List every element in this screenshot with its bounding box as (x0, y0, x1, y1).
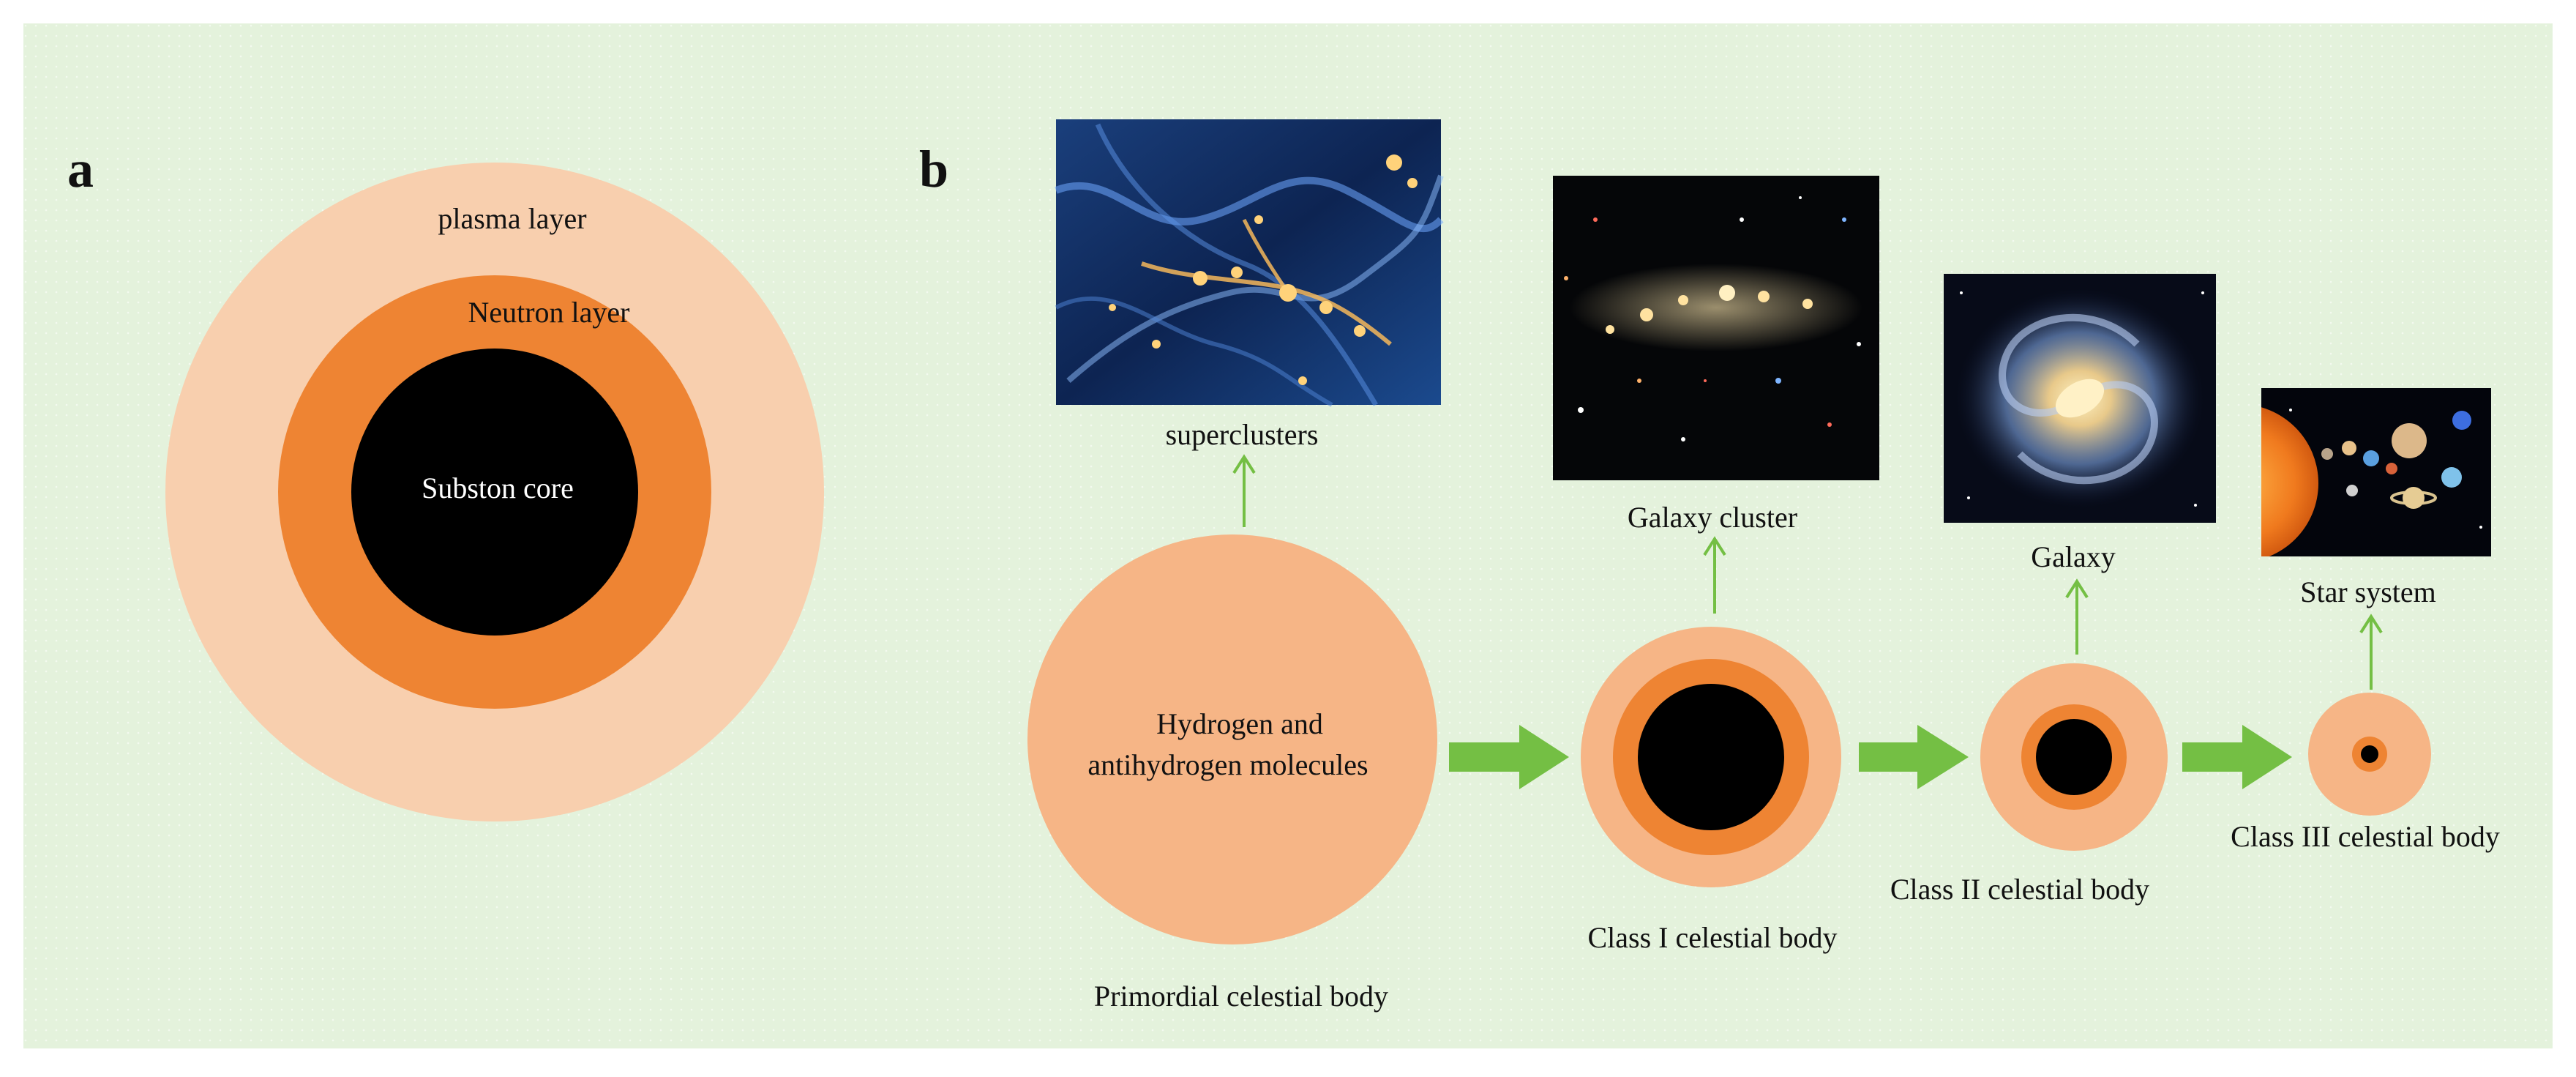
panel-a-letter: a (67, 140, 94, 198)
subston-core-label: Subston core (422, 472, 574, 504)
panel-b-letter: b (919, 140, 948, 198)
class-ii-label: Class II celestial body (1890, 873, 2149, 906)
primordial-inner-line1: Hydrogen and (1156, 707, 1323, 740)
star-system-label: Star system (2300, 575, 2436, 608)
up-arrow-star-system (2359, 614, 2383, 690)
subston-core-circle (351, 349, 638, 636)
superclusters-label: superclusters (1166, 418, 1319, 451)
primordial-body-circle (1027, 534, 1437, 944)
galaxy-label: Galaxy (2031, 540, 2116, 573)
class-iii-stage: Star system Class III celestial body (2231, 388, 2500, 853)
flow-arrow-3 (2182, 725, 2292, 789)
solar-system-image (2261, 388, 2491, 556)
class-ii-core-circle (2036, 719, 2112, 795)
flow-arrow-1 (1449, 725, 1569, 789)
panel-a: a plasma layer Neutron layer Subston cor… (67, 140, 824, 821)
class-iii-core-circle (2361, 745, 2378, 763)
class-i-label: Class I celestial body (1587, 921, 1837, 954)
plasma-layer-label: plasma layer (438, 202, 586, 235)
flow-arrow-2 (1859, 725, 1969, 789)
primordial-stage: superclusters Hydrogen and antihydrogen … (1027, 119, 1444, 1013)
galaxy-cluster-label: Galaxy cluster (1628, 501, 1797, 534)
primordial-inner-line2: antihydrogen molecules (1087, 748, 1368, 781)
supercluster-web-image (1055, 119, 1444, 407)
class-i-core-circle (1638, 684, 1784, 830)
panel-b: b (919, 119, 2500, 1013)
class-i-stage: Galaxy cluster Class I celestial body (1553, 176, 1879, 954)
galaxy-cluster-image (1553, 176, 1879, 480)
class-iii-label: Class III celestial body (2231, 820, 2500, 853)
up-arrow-galaxy-cluster (1703, 536, 1726, 614)
class-ii-stage: Galaxy Class II celestial body (1890, 274, 2216, 906)
up-arrow-superclusters (1232, 454, 1256, 527)
neutron-layer-label: Neutron layer (468, 296, 629, 329)
spiral-galaxy-image (1944, 274, 2216, 523)
primordial-body-label: Primordial celestial body (1094, 980, 1388, 1013)
up-arrow-galaxy (2065, 578, 2089, 655)
